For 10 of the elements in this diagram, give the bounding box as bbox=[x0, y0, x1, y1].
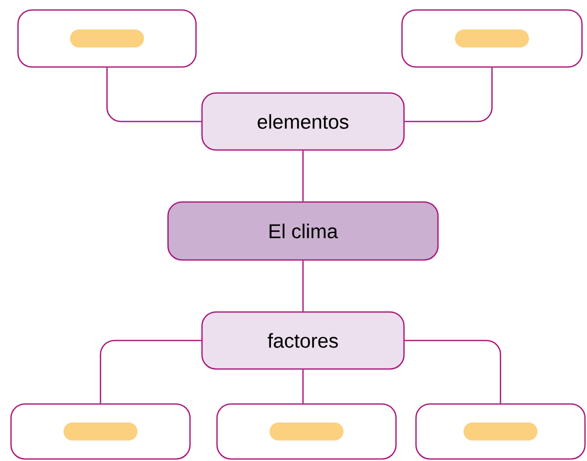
connector-line bbox=[100, 340, 202, 404]
connector-line bbox=[302, 260, 304, 312]
topic-box: factores bbox=[201, 311, 405, 370]
connector-line bbox=[302, 150, 304, 202]
topic-box: elementos bbox=[201, 92, 405, 151]
central-topic-box: El clima bbox=[167, 201, 439, 261]
connector-line bbox=[404, 340, 502, 404]
connector-line bbox=[106, 68, 202, 122]
connector-line bbox=[404, 68, 493, 122]
connector-line bbox=[302, 370, 304, 404]
